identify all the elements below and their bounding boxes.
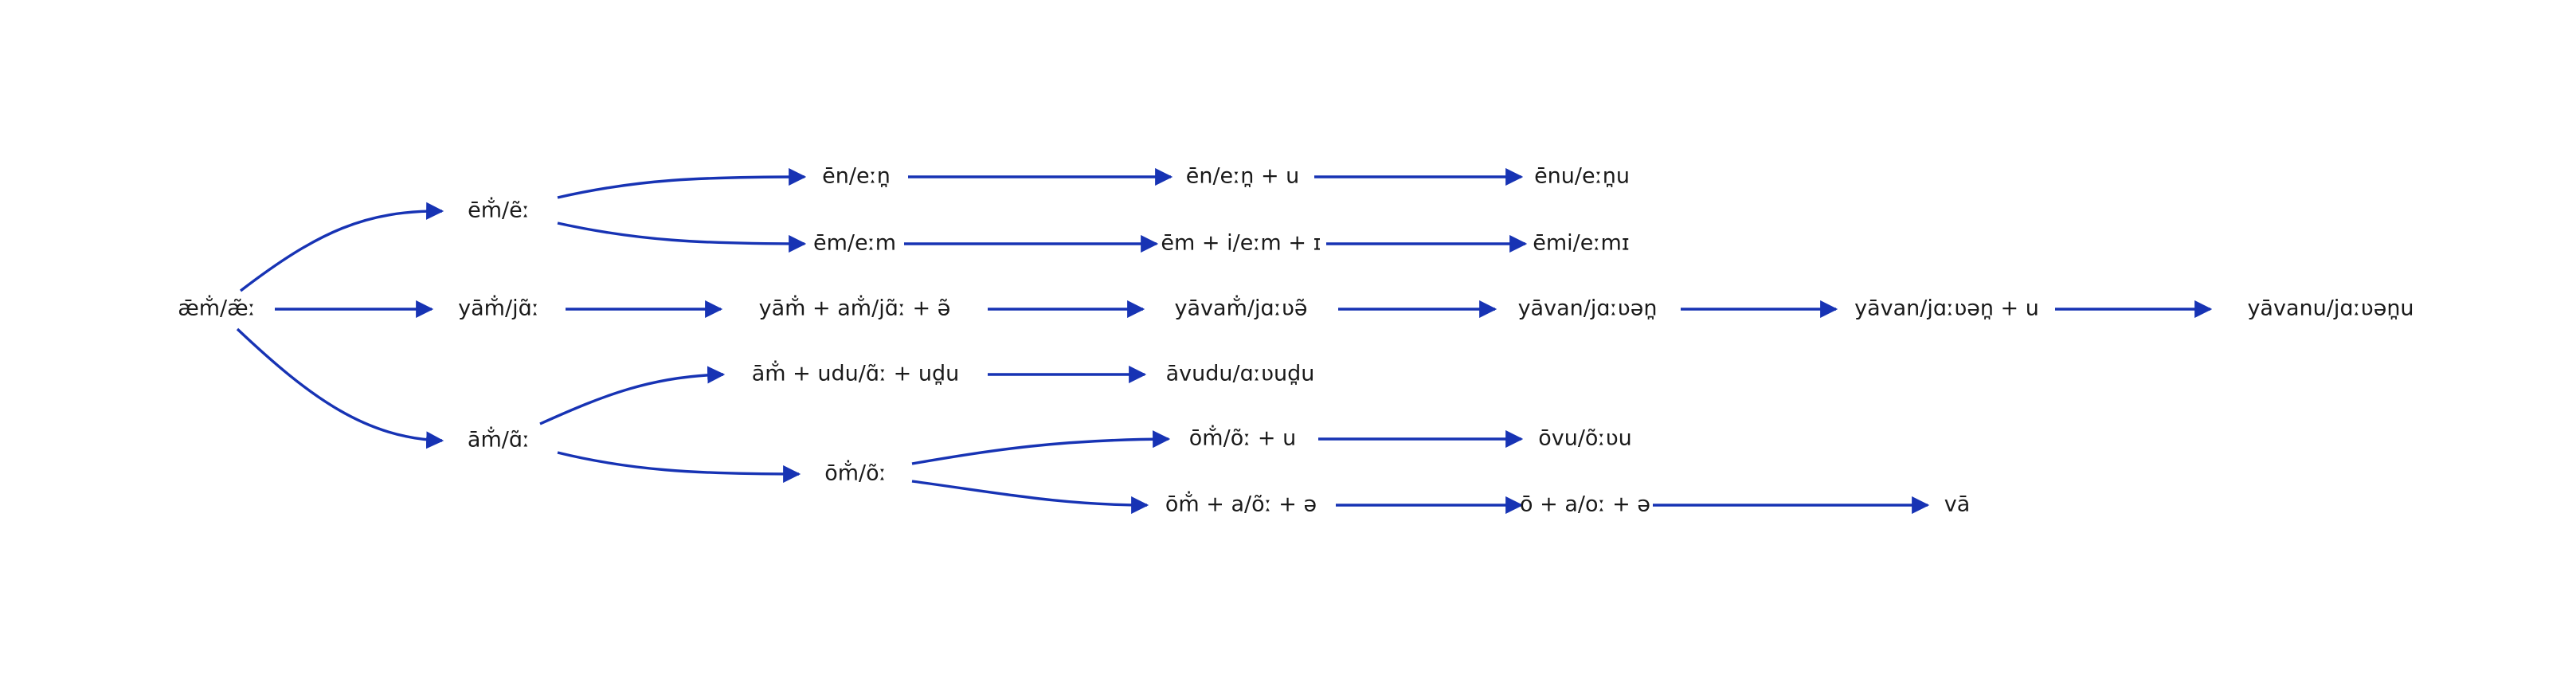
node-am-udu: ām̐ + udu/ɑ̃ː + ud̪u: [752, 361, 959, 386]
node-va: vā: [1944, 492, 1971, 517]
node-yam-am: yām̐ + am̐/jɑ̃ː + ə̃: [759, 296, 951, 321]
node-om-u: ōm̐/õː + u: [1189, 425, 1296, 451]
node-em-i: ēm + i/eːm + ɪ: [1161, 231, 1321, 256]
node-om-a: ōm̐ + a/õː + ə: [1165, 492, 1317, 517]
node-em: ēm̐/ẽː: [468, 198, 530, 223]
node-em-plain: ēm/eːm: [813, 231, 896, 256]
edge-layer: [236, 167, 2213, 515]
edge-am-to-om: [557, 451, 801, 484]
node-yavan-u: yāvan/jɑːʋən̪ + u: [1854, 296, 2039, 321]
edge-em-to-en-dental: [557, 167, 807, 199]
edge-om-to-om-u: [911, 430, 1171, 465]
node-yavam: yāvam̐/jɑːʋə̃: [1175, 296, 1308, 321]
node-ovu: ōvu/õːʋu: [1538, 426, 1632, 451]
node-o-a: ō + a/oː + ə: [1520, 492, 1650, 517]
node-yavanu: yāvanu/jɑːʋən̪u: [2247, 296, 2414, 321]
edge-om-to-om-a: [911, 480, 1149, 515]
edge-am-to-am-udu: [539, 366, 726, 425]
node-root: ǣm̐/æ̃ː: [178, 296, 256, 321]
node-layer: ǣm̐/æ̃ː ēm̐/ẽː yām̐/jɑ̃ː ām̐/ɑ̃ː ēn/eːn̪…: [178, 164, 2414, 517]
node-yam: yām̐/jɑ̃ː: [458, 296, 539, 321]
node-yavan: yāvan/jɑːʋən̪: [1518, 296, 1658, 321]
node-enu: ēnu/eːn̪u: [1534, 164, 1630, 189]
node-am: ām̐/ɑ̃ː: [468, 427, 530, 453]
node-en-dental: ēn/eːn̪: [822, 164, 891, 189]
node-om: ōm̐/õː: [824, 461, 887, 486]
node-avudu: āvudu/ɑːʋud̪u: [1166, 362, 1315, 386]
edge-root-to-em: [239, 202, 444, 292]
edge-em-to-em-plain: [557, 221, 807, 253]
node-emi: ēmi/eːmɪ: [1533, 231, 1630, 256]
node-en-u: ēn/eːn̪ + u: [1186, 164, 1300, 189]
edge-root-to-am: [236, 327, 444, 449]
